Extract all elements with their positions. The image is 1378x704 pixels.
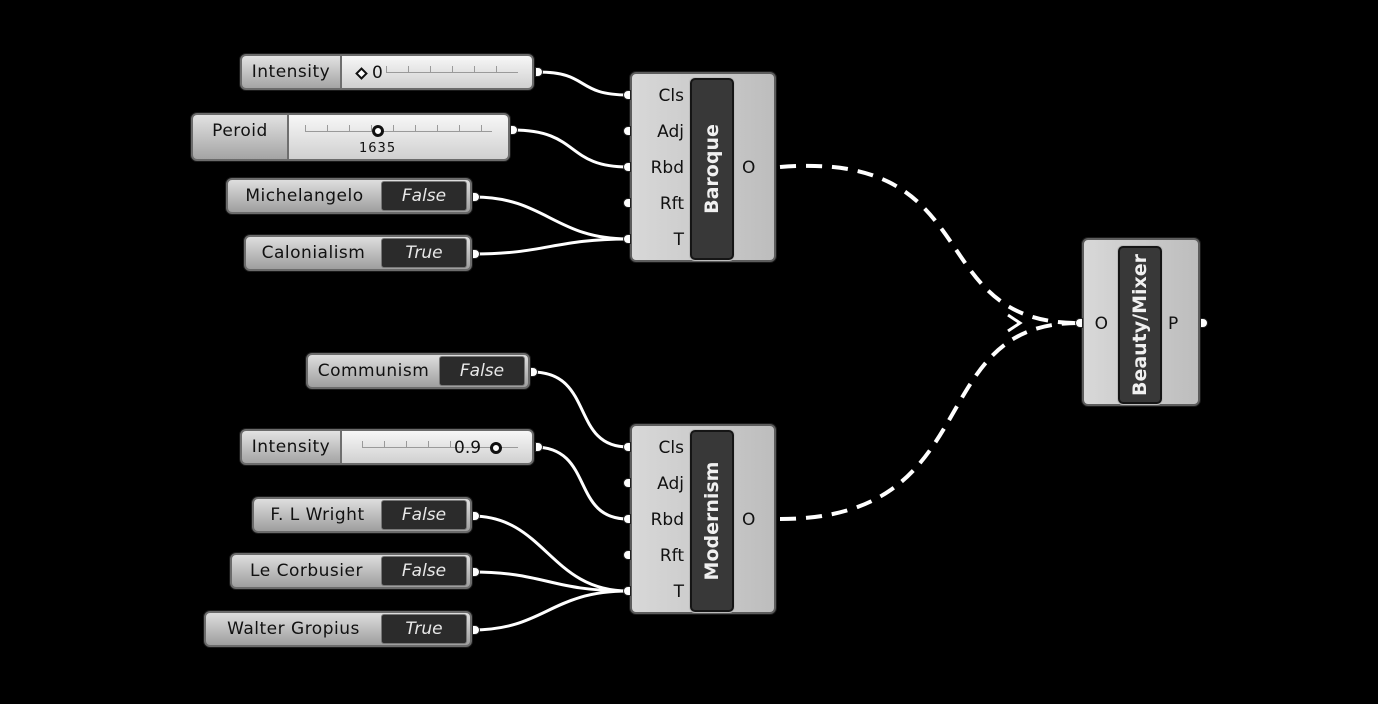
slider-grip-icon[interactable] — [372, 125, 384, 137]
slider-label: Intensity — [242, 431, 342, 463]
wire-corbusier-to-modernism-t — [471, 570, 629, 593]
component-name-core[interactable]: Baroque — [690, 78, 734, 260]
slider-ticks — [305, 125, 492, 131]
input-cls-label: Cls — [658, 438, 684, 458]
toggle-label: Communism — [317, 361, 430, 381]
toggle-label: Walter Gropius — [227, 619, 360, 639]
modernism-intensity-slider[interactable]: Intensity 0.9 — [240, 429, 534, 465]
input-t-label: T — [673, 582, 684, 602]
output-o-label: O — [742, 158, 756, 178]
slider-rail — [305, 131, 492, 132]
slider-grip-diamond-icon[interactable] — [355, 67, 368, 80]
toggle-value-button[interactable]: True — [381, 238, 467, 268]
baroque-peroid-slider[interactable]: Peroid 1635 — [191, 113, 510, 161]
component-name-core[interactable]: Beauty/Mixer — [1118, 246, 1162, 404]
slider-value: 1635 — [359, 141, 397, 156]
output-port-icon[interactable] — [535, 442, 543, 452]
slider-value: 0.9 — [454, 438, 482, 458]
communism-toggle[interactable]: Communism False — [306, 353, 530, 389]
le-corbusier-toggle[interactable]: Le Corbusier False — [230, 553, 472, 589]
input-rbd-label: Rbd — [650, 158, 684, 178]
input-port-t-icon[interactable] — [623, 586, 631, 596]
michelangelo-toggle[interactable]: Michelangelo False — [226, 178, 472, 214]
toggle-label: F. L Wright — [270, 505, 365, 525]
output-port-icon[interactable] — [472, 511, 480, 521]
input-port-adj-icon[interactable] — [623, 478, 631, 488]
output-o-label: O — [742, 510, 756, 530]
toggle-value-button[interactable]: False — [439, 356, 525, 386]
slider-label: Peroid — [193, 115, 289, 159]
output-port-icon[interactable] — [535, 67, 543, 77]
slider-ticks — [362, 441, 472, 447]
input-port-rft-icon[interactable] — [623, 550, 631, 560]
input-rbd-label: Rbd — [650, 510, 684, 530]
output-port-icon[interactable] — [472, 249, 480, 259]
wire-intensity-to-baroque-cls — [537, 70, 629, 97]
slider-track[interactable]: 0.9 — [342, 431, 532, 463]
component-name: Modernism — [701, 461, 723, 581]
input-cls-label: Cls — [658, 86, 684, 106]
wire-calonialism-to-baroque-t — [473, 237, 629, 256]
walter-gropius-toggle[interactable]: Walter Gropius True — [204, 611, 472, 647]
output-port-icon[interactable] — [472, 625, 480, 635]
input-port-rbd-icon[interactable] — [623, 514, 631, 524]
input-adj-label: Adj — [657, 122, 684, 142]
input-port-cls-icon[interactable] — [623, 442, 631, 452]
slider-value: 0 — [372, 63, 383, 83]
input-port-t-icon[interactable] — [623, 234, 631, 244]
calonialism-toggle[interactable]: Calonialism True — [244, 235, 472, 271]
input-rft-label: Rft — [659, 194, 684, 214]
slider-rail — [386, 72, 518, 73]
multi-input-chevron-icon — [1007, 313, 1023, 333]
wire-michelangelo-to-baroque-t — [473, 195, 629, 241]
output-port-icon[interactable] — [472, 567, 480, 577]
wire-peroid-to-baroque-rbd — [512, 128, 629, 169]
input-adj-label: Adj — [657, 474, 684, 494]
slider-track[interactable]: 0 — [342, 56, 532, 88]
toggle-value-button[interactable]: False — [381, 556, 467, 586]
input-t-label: T — [673, 230, 684, 250]
input-port-rft-icon[interactable] — [623, 198, 631, 208]
input-port-adj-icon[interactable] — [623, 126, 631, 136]
output-port-icon[interactable] — [472, 192, 480, 202]
wire-wright-to-modernism-t — [471, 514, 629, 593]
input-o-label: O — [1094, 314, 1108, 334]
modernism-component[interactable]: Cls Adj Rbd Rft T Modernism O — [630, 424, 776, 614]
slider-ticks — [386, 66, 518, 72]
component-name: Baroque — [701, 124, 723, 214]
toggle-label: Michelangelo — [245, 186, 364, 206]
toggle-label: Calonialism — [261, 243, 366, 263]
slider-label: Intensity — [242, 56, 342, 88]
component-name: Beauty/Mixer — [1129, 253, 1151, 397]
component-name-core[interactable]: Modernism — [690, 430, 734, 612]
toggle-value-button[interactable]: False — [381, 181, 467, 211]
wire-baroque-to-mixer — [779, 163, 1079, 325]
wire-communism-to-modernism-cls — [531, 370, 629, 449]
output-port-icon[interactable] — [530, 367, 538, 377]
toggle-label: Le Corbusier — [250, 561, 363, 581]
slider-track[interactable]: 1635 — [289, 115, 508, 159]
beauty-mixer-component[interactable]: O Beauty/Mixer P — [1082, 238, 1200, 406]
baroque-intensity-slider[interactable]: Intensity 0 — [240, 54, 534, 90]
input-port-cls-icon[interactable] — [623, 90, 631, 100]
wire-gropius-to-modernism-t — [471, 589, 629, 632]
baroque-component[interactable]: Cls Adj Rbd Rft T Baroque O — [630, 72, 776, 262]
input-rft-label: Rft — [659, 546, 684, 566]
slider-rail — [362, 447, 518, 448]
input-port-o-icon[interactable] — [1075, 318, 1083, 328]
output-port-p-icon[interactable] — [1200, 318, 1208, 328]
output-port-icon[interactable] — [510, 125, 518, 135]
output-p-label: P — [1168, 314, 1179, 334]
input-port-rbd-icon[interactable] — [623, 162, 631, 172]
fl-wright-toggle[interactable]: F. L Wright False — [252, 497, 472, 533]
slider-grip-icon[interactable] — [490, 442, 502, 454]
toggle-value-button[interactable]: True — [381, 614, 467, 644]
wire-intensity-to-modernism-rbd — [533, 445, 629, 521]
wire-modernism-to-mixer — [779, 321, 1079, 521]
toggle-value-button[interactable]: False — [381, 500, 467, 530]
